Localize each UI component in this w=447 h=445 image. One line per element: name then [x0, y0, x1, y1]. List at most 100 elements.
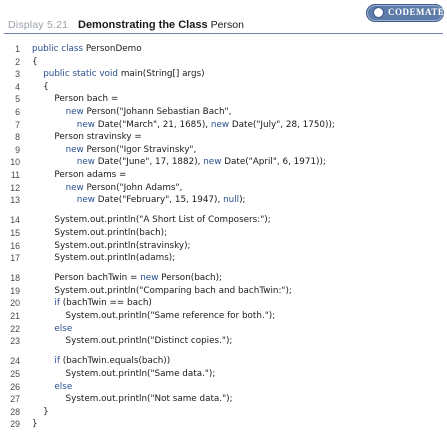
- code-text: Person bachTwin = new Person(bach);: [32, 272, 222, 285]
- line-number: 23: [10, 336, 20, 347]
- keyword-token: new: [65, 182, 87, 193]
- code-line: 26 else: [0, 381, 447, 394]
- codemate-logo-icon: [373, 7, 384, 18]
- line-number: 7: [15, 119, 20, 130]
- code-token: [32, 298, 54, 308]
- code-line: 25 System.out.println("Same data.");: [0, 368, 447, 381]
- code-text: System.out.println(stravinsky);: [32, 240, 191, 253]
- line-number: 3: [15, 69, 20, 80]
- code-line: 3 public static void main(String[] args): [0, 68, 447, 81]
- caption-divider: [4, 33, 443, 34]
- line-number: 27: [10, 394, 20, 405]
- code-token: System.out.println(stravinsky);: [32, 240, 191, 251]
- code-line: 28 }: [0, 406, 447, 419]
- code-text: new Person("John Adams",: [32, 182, 183, 195]
- code-text: Person stravinsky =: [32, 131, 141, 144]
- code-line: 21 System.out.println("Same reference fo…: [0, 310, 447, 323]
- line-number: 9: [15, 144, 20, 155]
- line-number: 1: [15, 44, 20, 54]
- code-text: System.out.println("Not same data.");: [32, 393, 233, 406]
- code-line: 20 if (bachTwin == bach): [0, 297, 447, 310]
- line-number: 2: [15, 56, 20, 67]
- keyword-token: null: [223, 195, 240, 206]
- code-text: new Date("March", 21, 1685), new Date("J…: [32, 119, 335, 132]
- line-number: 15: [10, 227, 20, 238]
- codemate-badge: CODEMATE: [366, 4, 444, 22]
- code-line: 10 new Date("June", 17, 1882), new Date(…: [0, 156, 447, 169]
- code-text: System.out.println("Distinct copies.");: [32, 335, 233, 348]
- code-text: else: [32, 323, 72, 336]
- line-number: 22: [10, 323, 20, 334]
- keyword-token: new: [76, 157, 98, 168]
- line-number: 16: [10, 240, 20, 251]
- code-token: [32, 382, 54, 392]
- code-line: 16 System.out.println(stravinsky);: [0, 240, 447, 253]
- code-text: }: [32, 406, 49, 419]
- line-number: 28: [10, 406, 20, 417]
- code-text: new Date("February", 15, 1947), null);: [32, 194, 246, 207]
- code-text: public static void main(String[] args): [32, 68, 205, 81]
- line-number: 19: [10, 285, 20, 296]
- code-token: {: [32, 81, 49, 92]
- code-text: if (bachTwin == bach): [32, 297, 152, 310]
- code-line: 19 System.out.println("Comparing bach an…: [0, 285, 447, 298]
- code-token: [32, 195, 77, 205]
- keyword-token: else: [54, 323, 73, 334]
- code-text: System.out.println("Same data.");: [32, 368, 216, 381]
- code-line: 29}: [0, 418, 447, 431]
- code-token: main(String[] args): [120, 69, 205, 80]
- code-token: System.out.println(adams);: [32, 253, 176, 264]
- keyword-token: else: [54, 381, 73, 392]
- code-line: 27 System.out.println("Not same data.");: [0, 393, 447, 406]
- code-token: }: [32, 419, 38, 430]
- code-token: System.out.println("A Short List of Comp…: [32, 215, 271, 226]
- line-number: 11: [10, 170, 20, 180]
- display-title-class: Person: [210, 18, 244, 31]
- code-line: 9 new Person("Igor Stravinsky",: [0, 144, 447, 157]
- code-line: 14 System.out.println("A Short List of C…: [0, 214, 447, 227]
- line-number: 29: [10, 419, 20, 430]
- line-number: 5: [15, 94, 20, 105]
- code-token: [32, 107, 66, 117]
- code-token: System.out.println("Same data.");: [32, 368, 216, 379]
- code-token: [32, 183, 66, 193]
- code-token: [32, 356, 54, 366]
- keyword-token: public class: [32, 44, 86, 54]
- code-token: [32, 145, 66, 155]
- keyword-token: new: [210, 119, 232, 130]
- line-number: 13: [10, 195, 20, 206]
- code-text: System.out.println(adams);: [32, 252, 175, 265]
- code-token: Person adams =: [32, 170, 127, 180]
- keyword-token: new: [65, 107, 87, 117]
- code-text: }: [32, 418, 38, 431]
- keyword-token: new: [203, 157, 225, 168]
- code-token: Person("Johann Sebastian Bach",: [86, 107, 232, 117]
- code-line: 17 System.out.println(adams);: [0, 252, 447, 265]
- code-text: Person bach =: [32, 93, 118, 106]
- line-number: 25: [10, 368, 20, 379]
- display-title: Demonstrating the Class Person: [78, 19, 244, 31]
- code-text: public class PersonDemo: [32, 43, 142, 56]
- code-token: Person("John Adams",: [86, 182, 183, 193]
- code-text: Person adams =: [32, 169, 126, 182]
- code-line: 18 Person bachTwin = new Person(bach);: [0, 272, 447, 285]
- code-text: System.out.println("Comparing bach and b…: [32, 285, 292, 298]
- code-token: Person bachTwin =: [32, 273, 141, 284]
- keyword-token: if: [54, 356, 63, 367]
- code-line: 6 new Person("Johann Sebastian Bach",: [0, 106, 447, 119]
- code-line: 2{: [0, 56, 447, 69]
- code-line: 7 new Date("March", 21, 1685), new Date(…: [0, 119, 447, 132]
- code-token: System.out.println("Comparing bach and b…: [32, 285, 292, 296]
- code-token: System.out.println("Distinct copies.");: [32, 336, 233, 347]
- code-token: [32, 120, 77, 130]
- line-number: 20: [10, 298, 20, 309]
- code-token: Date("June", 17, 1882),: [97, 157, 204, 168]
- line-number: 17: [10, 253, 20, 264]
- code-token: (bachTwin == bach): [62, 298, 152, 309]
- line-number: 6: [15, 107, 20, 117]
- code-token: [32, 324, 54, 334]
- code-text: else: [32, 381, 72, 394]
- code-token: Date("April", 6, 1971));: [224, 157, 326, 168]
- code-line: 1 public class PersonDemo: [0, 43, 447, 56]
- code-line: 12 new Person("John Adams",: [0, 182, 447, 195]
